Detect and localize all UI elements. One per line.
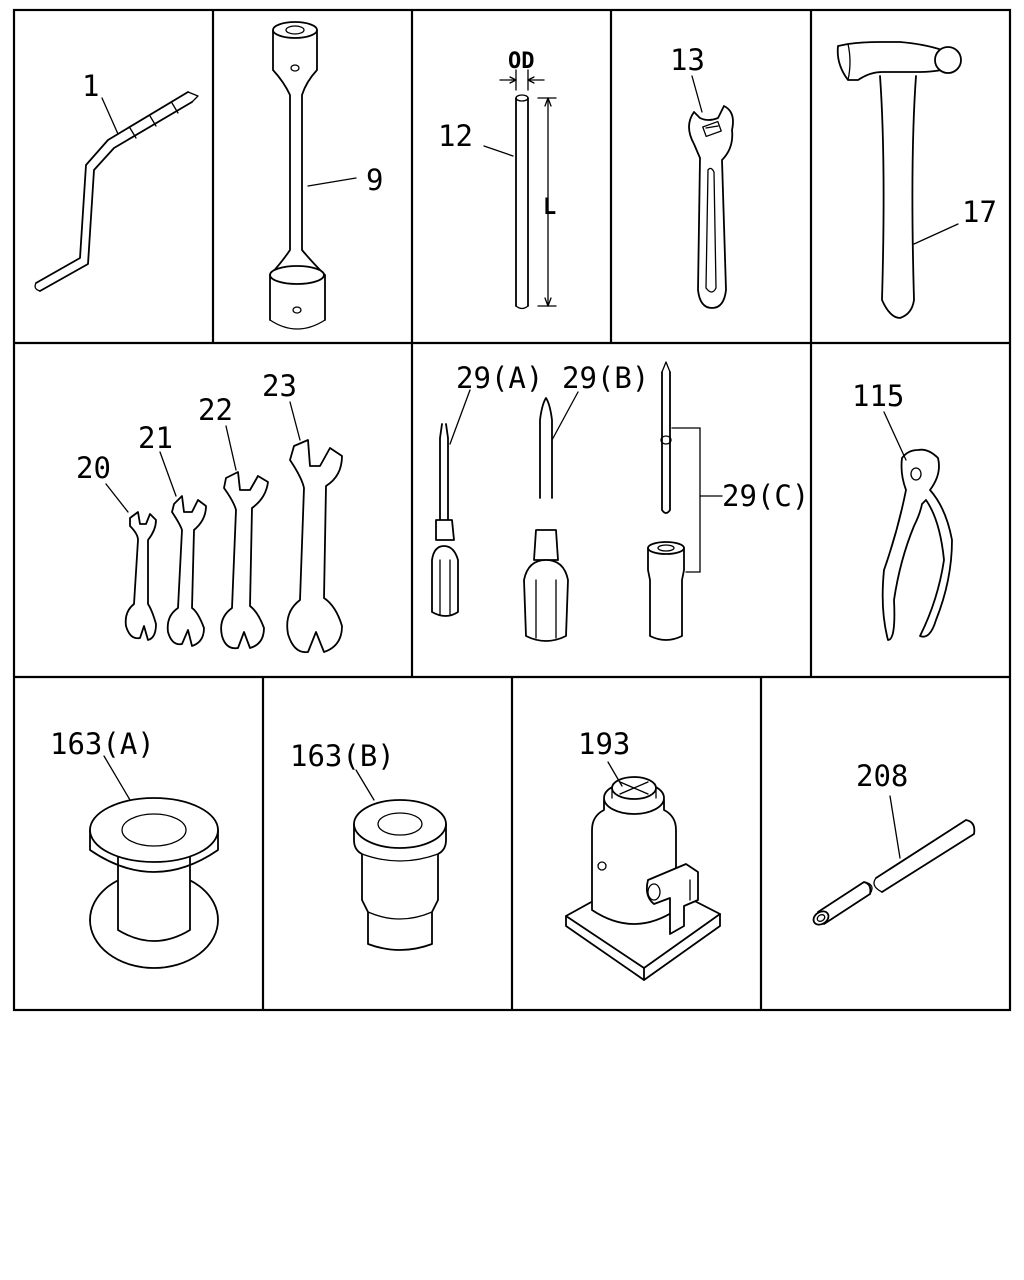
cell-bushing-b: 163(B) xyxy=(290,739,447,951)
label-20: 20 xyxy=(76,451,111,485)
cell-screwdrivers: 29(A) 29(B) 29(C) xyxy=(431,361,809,642)
label-9: 9 xyxy=(366,163,383,197)
label-208: 208 xyxy=(856,759,908,793)
label-12: 12 xyxy=(438,119,473,153)
cell-adjustable-wrench: 13 xyxy=(670,43,734,309)
cell-bottle-jack: 193 xyxy=(565,727,721,981)
cell-spool-a: 163(A) xyxy=(50,727,219,969)
label-23: 23 xyxy=(262,369,297,403)
cell-crank-handle: 1 xyxy=(34,69,199,292)
cell-bar: OD L 12 xyxy=(438,49,557,310)
label-29a: 29(A) xyxy=(456,361,543,395)
cell-open-end-wrenches: 20 21 22 23 xyxy=(76,369,343,654)
label-29c: 29(C) xyxy=(722,479,809,513)
label-115: 115 xyxy=(852,379,904,413)
cell-box-wrench: 9 xyxy=(269,21,383,330)
label-length: L xyxy=(543,195,556,220)
label-17: 17 xyxy=(962,195,997,229)
label-163a: 163(A) xyxy=(50,727,155,761)
label-21: 21 xyxy=(138,421,173,455)
cell-hammer: 17 xyxy=(836,41,997,319)
label-29b: 29(B) xyxy=(562,361,649,395)
label-1: 1 xyxy=(82,69,99,103)
label-163b: 163(B) xyxy=(290,739,395,773)
label-22: 22 xyxy=(198,393,233,427)
grid-frame xyxy=(12,8,1012,1012)
label-od: OD xyxy=(508,49,535,74)
cell-pipe: 208 xyxy=(812,759,976,926)
label-13: 13 xyxy=(670,43,705,77)
cell-pliers: 115 xyxy=(852,379,953,641)
label-193: 193 xyxy=(578,727,630,761)
